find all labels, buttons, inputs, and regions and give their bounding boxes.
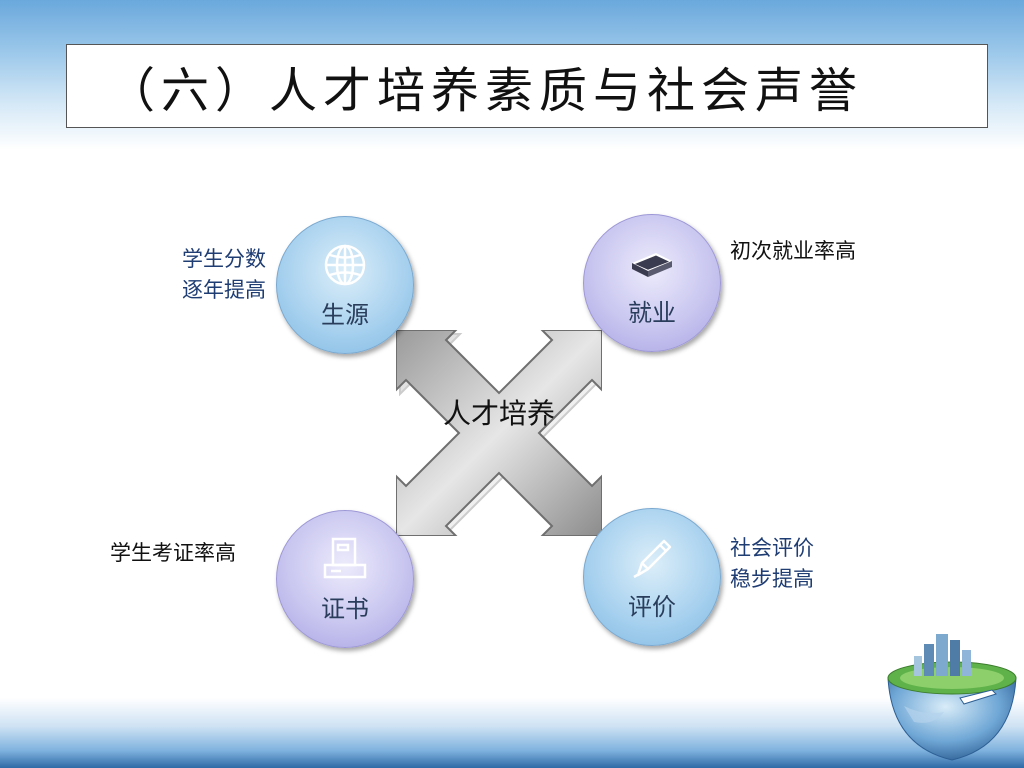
printer-icon bbox=[323, 537, 367, 579]
note-employment-line-1: 初次就业率高 bbox=[730, 239, 856, 263]
note-source-line-1: 学生分数 bbox=[182, 247, 266, 271]
node-certificate-label: 证书 bbox=[321, 595, 369, 623]
note-certificate-line-1: 学生考证率高 bbox=[110, 541, 236, 565]
note-evaluation: 社会评价 稳步提高 bbox=[730, 533, 814, 595]
note-evaluation-line-1: 社会评价 bbox=[730, 536, 814, 560]
node-employment-label: 就业 bbox=[628, 299, 676, 327]
globe-icon bbox=[324, 244, 366, 286]
four-way-arrow-icon bbox=[396, 330, 602, 536]
title-box: （六）人才培养素质与社会声誉 bbox=[66, 44, 988, 128]
node-evaluation-label: 评价 bbox=[628, 593, 676, 621]
footer-background bbox=[0, 698, 1024, 768]
node-source: 生源 bbox=[276, 216, 414, 354]
note-evaluation-line-2: 稳步提高 bbox=[730, 567, 814, 591]
node-evaluation: 评价 bbox=[583, 508, 721, 646]
note-employment: 初次就业率高 bbox=[730, 236, 856, 267]
pen-icon bbox=[633, 539, 672, 579]
note-source: 学生分数 逐年提高 bbox=[162, 244, 266, 306]
center-label: 人才培养 bbox=[442, 397, 555, 430]
book-icon bbox=[632, 253, 672, 277]
note-certificate: 学生考证率高 bbox=[110, 538, 236, 569]
node-source-label: 生源 bbox=[321, 301, 369, 329]
node-employment: 就业 bbox=[583, 214, 721, 352]
node-certificate: 证书 bbox=[276, 510, 414, 648]
city-globe-decoration-icon bbox=[887, 634, 1017, 761]
page-title: （六）人才培养素质与社会声誉 bbox=[107, 63, 864, 119]
note-source-line-2: 逐年提高 bbox=[182, 278, 266, 302]
